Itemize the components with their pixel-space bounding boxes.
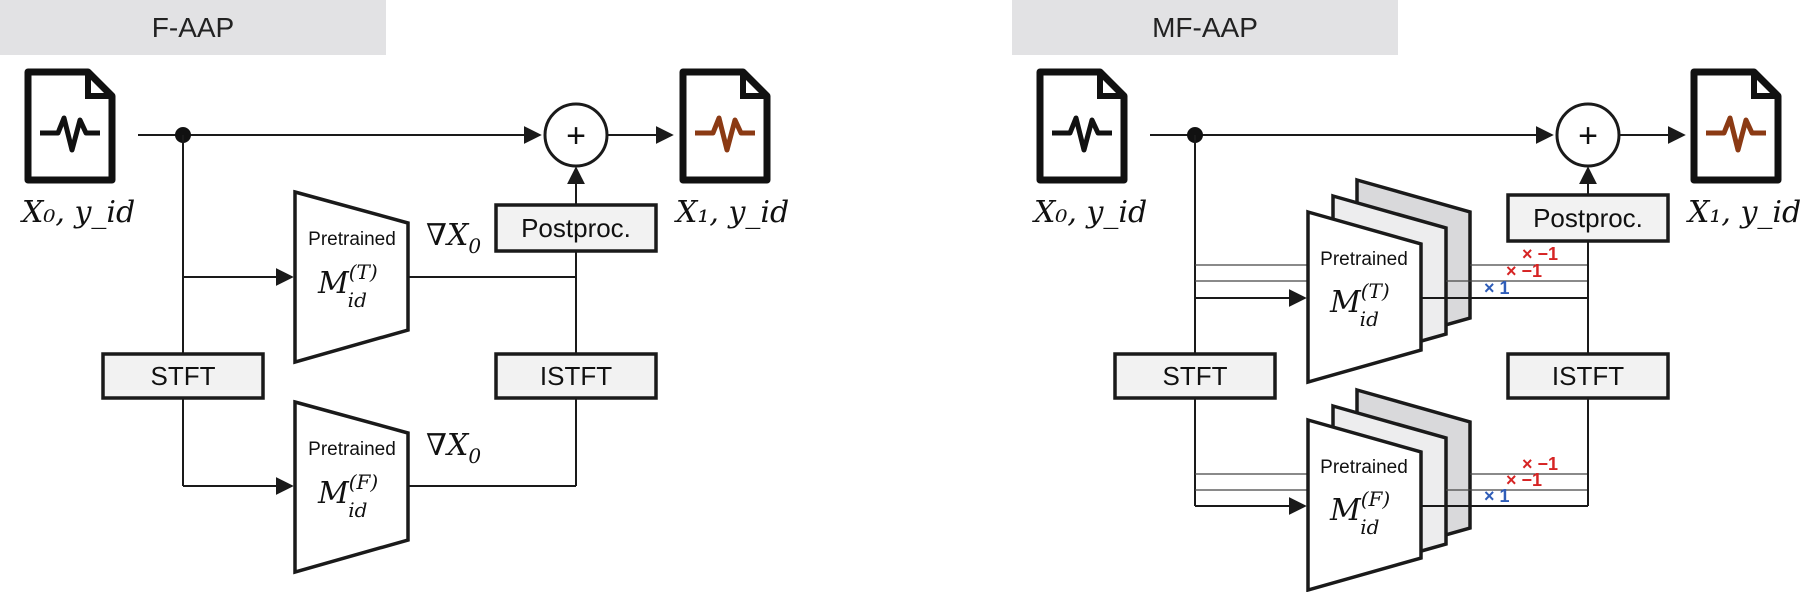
postproc-label: Postproc.: [521, 213, 631, 243]
postproc-box: [494, 203, 658, 253]
adversarial-audio-file-icon: [679, 68, 771, 184]
stft-label: STFT: [151, 361, 216, 391]
sum-symbol: +: [566, 117, 586, 155]
istft-box: [494, 352, 658, 400]
sum-symbol: +: [1578, 117, 1598, 155]
stft-box: [101, 352, 265, 400]
model-f-block: [1306, 417, 1423, 592]
postproc-label: Postproc.: [1533, 203, 1643, 233]
weight-label: × −1: [1522, 454, 1558, 474]
input-label: X₀, y_id: [20, 195, 135, 230]
model-t-symbol: M(T)id: [317, 260, 378, 312]
model-t-caption: Pretrained: [1320, 249, 1408, 270]
model-f-symbol: M(F)id: [1329, 487, 1390, 539]
model-f-caption: Pretrained: [308, 439, 396, 460]
panel-title: MF-AAP: [1152, 12, 1258, 43]
model-f-stack: [1195, 387, 1472, 592]
model-f-caption: Pretrained: [1320, 457, 1408, 478]
panel-f-aap: F-AAP X₀, y_id X₁, y_id + STFT P: [0, 0, 789, 575]
input-label: X₀, y_id: [1032, 195, 1147, 230]
grad-label-t: ∇X0: [426, 218, 481, 258]
weight-label: × 1: [1484, 278, 1510, 298]
panel-title-bar: [1012, 0, 1398, 55]
grad-label-f: ∇X0: [426, 428, 481, 468]
model-t-block: [293, 189, 410, 365]
audio-file-icon: [24, 68, 116, 184]
panel-title-bar: [0, 0, 386, 55]
output-label: X₁, y_id: [1686, 195, 1800, 230]
model-t-block: [1306, 209, 1423, 385]
model-t-stack: [1195, 177, 1472, 385]
weight-label: × −1: [1506, 261, 1542, 281]
model-f-symbol: M(F)id: [317, 470, 378, 522]
panel-title: F-AAP: [152, 12, 234, 43]
weight-label: × −1: [1522, 244, 1558, 264]
panel-mf-aap: MF-AAP X₀, y_id X₁, y_id + STFT: [1012, 0, 1800, 592]
stft-box: [1113, 352, 1277, 400]
weight-label: × 1: [1484, 486, 1510, 506]
stft-label: STFT: [1163, 361, 1228, 391]
model-f-block: [293, 399, 410, 575]
adversarial-audio-file-icon: [1690, 68, 1782, 184]
istft-box: [1506, 352, 1670, 400]
model-t-caption: Pretrained: [308, 229, 396, 250]
audio-file-icon: [1036, 68, 1128, 184]
istft-label: ISTFT: [540, 361, 612, 391]
output-label: X₁, y_id: [674, 195, 789, 230]
model-t-symbol: M(T)id: [1329, 279, 1390, 331]
weight-label: × −1: [1506, 470, 1542, 490]
istft-label: ISTFT: [1552, 361, 1624, 391]
